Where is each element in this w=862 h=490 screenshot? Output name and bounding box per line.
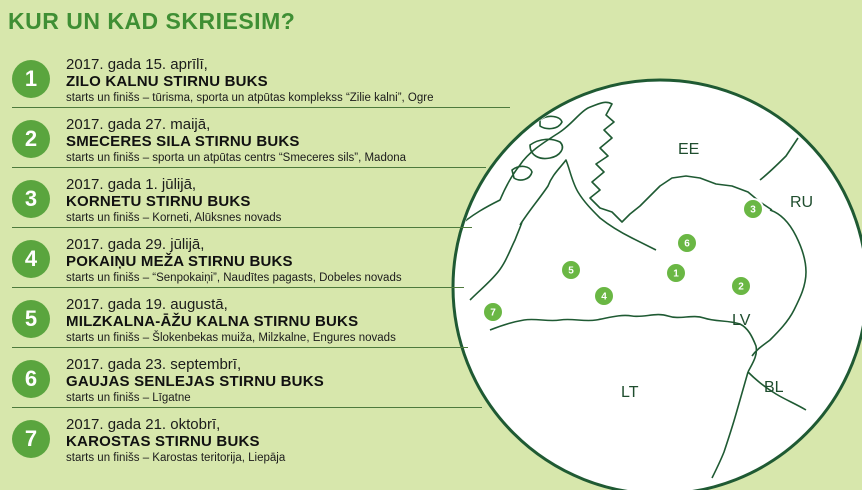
race-number-badge: 6 [12, 360, 50, 398]
race-number-badge: 4 [12, 240, 50, 278]
divider [12, 287, 464, 288]
map-markers[interactable]: 1 2 3 4 5 6 7 [482, 198, 764, 323]
race-number-badge: 3 [12, 180, 50, 218]
race-venue: starts un finišs – Korneti, Alūksnes nov… [66, 212, 282, 224]
map-marker-7[interactable]: 7 [482, 301, 504, 323]
race-name: SMECERES SILA STIRNU BUKS [66, 133, 300, 150]
country-label-ee: EE [678, 141, 699, 158]
race-date: 2017. gada 19. augustā, [66, 296, 228, 313]
race-name: ZILO KALNU STIRNU BUKS [66, 73, 268, 90]
race-date: 2017. gada 15. aprīlī, [66, 56, 208, 73]
race-number-badge: 5 [12, 300, 50, 338]
country-labels: EE RU LV LT BL [621, 141, 813, 401]
race-name: GAUJAS SENLEJAS STIRNU BUKS [66, 373, 324, 390]
race-name: POKAIŅU MEŽA STIRNU BUKS [66, 253, 293, 270]
race-venue: starts un finišs – Līgatne [66, 392, 191, 404]
race-item-6: 6 2017. gada 23. septembrī, GAUJAS SENLE… [12, 356, 572, 408]
country-label-ru: RU [790, 194, 813, 211]
svg-text:2: 2 [738, 282, 744, 293]
race-item-3: 3 2017. gada 1. jūlijā, KORNETU STIRNU B… [12, 176, 572, 228]
map-marker-4[interactable]: 4 [593, 285, 615, 307]
map-marker-2[interactable]: 2 [730, 275, 752, 297]
country-label-lv: LV [732, 312, 751, 329]
race-number-badge: 1 [12, 60, 50, 98]
race-name: KAROSTAS STIRNU BUKS [66, 433, 260, 450]
svg-text:7: 7 [490, 308, 496, 319]
svg-text:4: 4 [601, 292, 607, 303]
race-venue: starts un finišs – sporta un atpūtas cen… [66, 152, 407, 164]
country-label-bl: BL [764, 379, 784, 396]
svg-text:6: 6 [684, 239, 690, 250]
svg-text:3: 3 [750, 205, 756, 216]
divider [12, 107, 510, 108]
svg-text:1: 1 [673, 269, 679, 280]
race-date: 2017. gada 21. oktobrī, [66, 416, 221, 433]
race-venue: starts un finišs – tūrisma, sporta un at… [66, 92, 434, 104]
map-marker-6[interactable]: 6 [676, 232, 698, 254]
race-number-badge: 7 [12, 420, 50, 458]
race-date: 2017. gada 1. jūlijā, [66, 176, 197, 193]
race-name: MILZKALNA-ĀŽU KALNA STIRNU BUKS [66, 313, 359, 330]
race-item-4: 4 2017. gada 29. jūlijā, POKAIŅU MEŽA ST… [12, 236, 572, 288]
race-item-2: 2 2017. gada 27. maijā, SMECERES SILA ST… [12, 116, 572, 168]
race-date: 2017. gada 23. septembrī, [66, 356, 242, 373]
race-item-7: 7 2017. gada 21. oktobrī, KAROSTAS STIRN… [12, 416, 572, 468]
map-marker-1[interactable]: 1 [665, 262, 687, 284]
race-venue: starts un finišs – Karostas teritorija, … [66, 452, 286, 464]
divider [12, 227, 472, 228]
race-venue: starts un finišs – Šlokenbekas muiža, Mi… [66, 332, 396, 344]
race-number-badge: 2 [12, 120, 50, 158]
divider [12, 347, 468, 348]
divider [12, 167, 486, 168]
race-item-5: 5 2017. gada 19. augustā, MILZKALNA-ĀŽU … [12, 296, 572, 348]
race-date: 2017. gada 27. maijā, [66, 116, 211, 133]
divider [12, 407, 482, 408]
map-marker-5[interactable]: 5 [560, 259, 582, 281]
page-title: KUR UN KAD SKRIESIM? [8, 8, 296, 34]
country-label-lt: LT [621, 384, 639, 401]
race-name: KORNETU STIRNU BUKS [66, 193, 251, 210]
map-globe [451, 78, 862, 490]
map-marker-3[interactable]: 3 [742, 198, 764, 220]
race-venue: starts un finišs – “Senpokaiņi”, Naudīte… [66, 272, 402, 284]
svg-text:5: 5 [568, 266, 574, 277]
race-date: 2017. gada 29. jūlijā, [66, 236, 205, 253]
race-item-1: 1 2017. gada 15. aprīlī, ZILO KALNU STIR… [12, 56, 572, 108]
